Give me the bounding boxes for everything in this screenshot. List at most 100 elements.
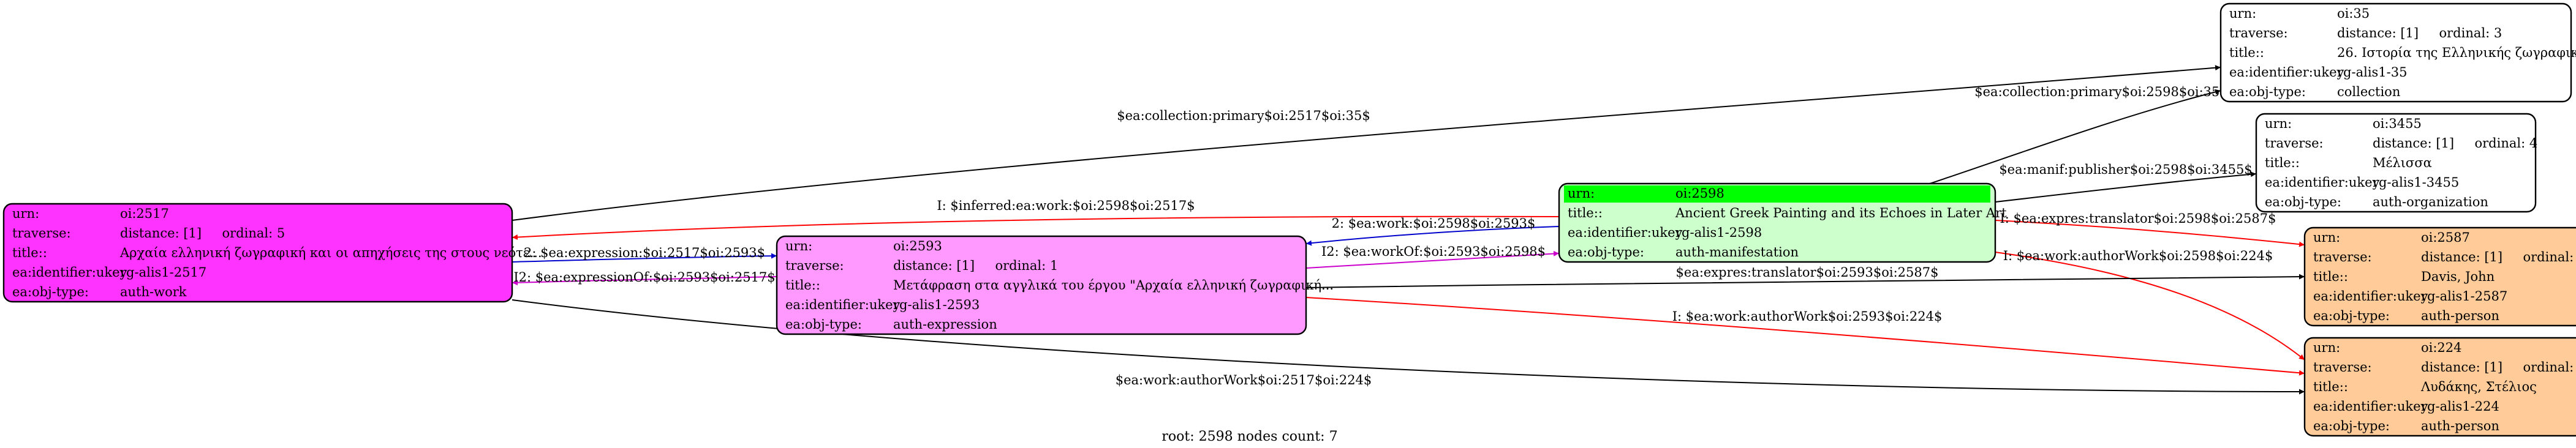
node-field-label: ea:obj-type: xyxy=(1568,245,1644,259)
node-field-value: rg-alis1-2598 xyxy=(1675,225,1762,240)
edge-line[interactable] xyxy=(1305,297,2305,376)
node-field-value: oi:2587 xyxy=(2421,230,2470,245)
graph-footer: root: 2598 nodes count: 7 xyxy=(1161,429,1337,444)
node-field-value: distance: [1] ordinal: 1 xyxy=(893,258,1058,273)
edge-2593-2598[interactable]: I2: $ea:workOf:$oi:2593$oi:2598$ xyxy=(1305,244,1560,269)
node-field-label: traverse: xyxy=(785,258,844,273)
node-field-label: urn: xyxy=(2313,230,2340,245)
edge-line[interactable] xyxy=(1995,171,2257,203)
edge-2593-2517[interactable]: I2: $ea:expressionOf:$oi:2593$oi:2517$ xyxy=(512,270,777,286)
node-field-value: oi:2517 xyxy=(120,206,169,221)
node-field-label: ea:identifier:ukey xyxy=(2313,289,2428,304)
edge-label: $ea:manif:publisher$oi:2598$oi:3455$ xyxy=(1999,162,2252,177)
edge-2517-35[interactable]: $ea:collection:primary$oi:2517$oi:35$ xyxy=(512,65,2221,221)
edge-line[interactable] xyxy=(1305,250,1560,269)
edge-label: I2: $ea:expressionOf:$oi:2593$oi:2517$ xyxy=(513,270,775,285)
edge-2598-2593[interactable]: 2: $ea:work:$oi:2598$oi:2593$ xyxy=(1305,216,1560,246)
node-field-value: auth-work xyxy=(120,285,187,299)
node-field-value: distance: [1] ordinal: 3 xyxy=(2337,26,2502,40)
edge-2517-224[interactable]: $ea:work:authorWork$oi:2517$oi:224$ xyxy=(512,299,2305,395)
root-highlight xyxy=(1564,185,1990,203)
node-field-label: title:: xyxy=(1568,206,1603,220)
edge-line[interactable] xyxy=(1995,220,2305,247)
edge-line[interactable] xyxy=(512,299,2305,395)
node-field-value: distance: [1] ordinal: 6 xyxy=(2421,250,2576,264)
edge-line[interactable] xyxy=(1995,252,2305,360)
node-field-label: ea:obj-type: xyxy=(2265,195,2341,209)
node-field-value: 26. Ιστορία της Ελληνικής ζωγραφικής xyxy=(2337,45,2576,60)
node-field-value: oi:35 xyxy=(2337,6,2370,21)
edge-line[interactable] xyxy=(512,253,777,263)
node-field-label: title:: xyxy=(2265,155,2300,170)
edge-2598-2517[interactable]: I: $inferred:ea:work:$oi:2598$oi:2517$ xyxy=(512,198,1560,240)
node-field-label: urn: xyxy=(1568,186,1595,201)
edge-2593-224[interactable]: I: $ea:work:authorWork$oi:2593$oi:224$ xyxy=(1305,297,2305,376)
node-box[interactable] xyxy=(2255,113,2537,213)
node-box[interactable] xyxy=(2,203,513,303)
node-box[interactable] xyxy=(2219,2,2572,103)
node-field-label: ea:obj-type: xyxy=(2229,84,2306,99)
node-field-label: traverse: xyxy=(2265,136,2324,151)
node-field-value: Ancient Greek Painting and its Echoes in… xyxy=(1675,206,2007,220)
node-field-value: oi:3455 xyxy=(2373,116,2422,131)
edge-2593-2587[interactable]: $ea:expres:translator$oi:2593$oi:2587$ xyxy=(1305,265,2305,288)
node-field-value: oi:2598 xyxy=(1675,186,1724,201)
node-field-label: ea:obj-type: xyxy=(2313,419,2390,433)
edge-label: $ea:work:authorWork$oi:2517$oi:224$ xyxy=(1116,373,1372,387)
edge-line[interactable] xyxy=(1305,274,2305,288)
node-field-value: Μέλισσα xyxy=(2373,155,2432,170)
edge-line[interactable] xyxy=(1929,89,2221,184)
node-box[interactable] xyxy=(2303,226,2576,327)
edges-layer: $ea:collection:primary$oi:2517$oi:35$ $ea… xyxy=(512,65,2305,395)
edge-label: $ea:collection:primary$oi:2517$oi:35$ xyxy=(1117,108,1370,123)
node-field-value: Λυδάκης, Στέλιος xyxy=(2420,379,2537,394)
node-field-label: ea:identifier:ukey xyxy=(785,297,901,312)
node-field-label: ea:obj-type: xyxy=(12,285,89,299)
edge-line[interactable] xyxy=(1305,226,1560,246)
node-field-value: rg-alis1-3455 xyxy=(2373,175,2459,190)
node-field-label: ea:obj-type: xyxy=(2313,308,2390,323)
edge-line[interactable] xyxy=(512,276,777,286)
node-field-value: oi:2593 xyxy=(893,239,942,253)
node-field-label: ea:identifier:ukey xyxy=(1568,225,1683,240)
node-box[interactable] xyxy=(2303,337,2576,437)
edge-2598-3455[interactable]: $ea:manif:publisher$oi:2598$oi:3455$ xyxy=(1995,162,2257,203)
node-field-value: rg-alis1-35 xyxy=(2337,65,2408,80)
edge-label: I: $ea:work:authorWork$oi:2593$oi:224$ xyxy=(1672,309,1943,324)
node-field-value: Davis, John xyxy=(2421,269,2495,284)
node-field-value: auth-person xyxy=(2421,419,2499,433)
node-field-value: auth-expression xyxy=(893,317,997,332)
edge-2598-35[interactable]: $ea:collection:primary$oi:2598$oi:35$ xyxy=(1929,84,2228,184)
node-field-label: ea:identifier:ukey xyxy=(2265,175,2380,190)
edge-2598-2587[interactable]: I: $ea:expres:translator$oi:2598$oi:2587… xyxy=(1995,211,2305,247)
node-box[interactable] xyxy=(1558,182,1996,263)
node-field-label: urn: xyxy=(785,239,812,253)
edge-2517-2593[interactable]: 2: $ea:expression:$oi:2517$oi:2593$ xyxy=(512,245,777,263)
node-field-value: rg-alis1-2587 xyxy=(2421,289,2507,304)
node-oi-2593[interactable]: urn: oi:2593 traverse: distance: [1] ordina… xyxy=(776,235,1334,335)
nodes-layer: urn: oi:35 traverse: distance: [1] ordinal:… xyxy=(2,2,2576,437)
edge-label: I: $inferred:ea:work:$oi:2598$oi:2517$ xyxy=(937,198,1195,213)
node-field-value: Μετάφραση στα αγγλικά του έργου "Αρχαία … xyxy=(893,278,1334,293)
edge-label: I: $ea:work:authorWork$oi:2598$oi:224$ xyxy=(2003,248,2273,263)
node-field-value: rg-alis1-2517 xyxy=(120,265,206,280)
node-box[interactable] xyxy=(776,235,1307,335)
edge-label: $ea:collection:primary$oi:2598$oi:35$ xyxy=(1974,84,2227,99)
node-field-value: rg-alis1-224 xyxy=(2421,399,2499,414)
node-field-label: urn: xyxy=(2265,116,2292,131)
edge-label: $ea:expres:translator$oi:2593$oi:2587$ xyxy=(1676,265,1939,280)
edge-line[interactable] xyxy=(512,215,1560,240)
node-field-label: ea:obj-type: xyxy=(785,317,862,332)
node-field-label: urn: xyxy=(12,206,39,221)
node-field-label: ea:identifier:ukey xyxy=(2229,65,2344,80)
edge-2598-224[interactable]: I: $ea:work:authorWork$oi:2598$oi:224$ xyxy=(1995,248,2305,360)
node-field-label: title:: xyxy=(12,245,47,260)
edge-line[interactable] xyxy=(512,65,2221,221)
